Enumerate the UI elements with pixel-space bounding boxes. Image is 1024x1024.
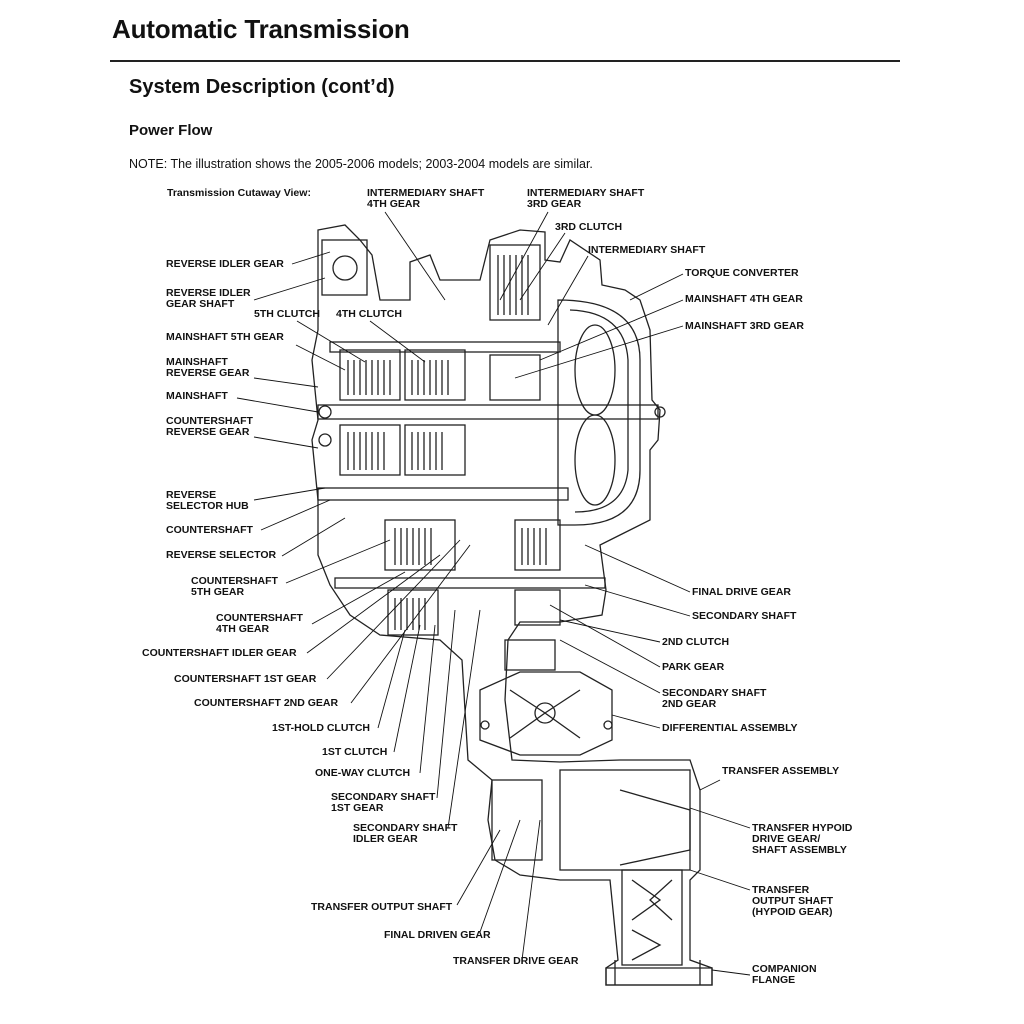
label-1st-hold-clutch: 1ST-HOLD CLUTCH xyxy=(272,722,370,734)
label-countershaft-2nd-gear: COUNTERSHAFT 2ND GEAR xyxy=(194,697,339,709)
label-5th-clutch: 5TH CLUTCH xyxy=(254,308,320,320)
label-reverse-selector: REVERSE SELECTOR xyxy=(166,549,277,561)
label-4th-clutch: 4TH CLUTCH xyxy=(336,308,402,320)
subsection-title: Power Flow xyxy=(129,122,213,139)
label-transfer-drive-gear: TRANSFER DRIVE GEAR xyxy=(453,955,579,967)
cutaway-view-label: Transmission Cutaway View: xyxy=(167,187,311,199)
note-text: NOTE: The illustration shows the 2005-20… xyxy=(129,157,593,171)
label-intermediary-shaft: INTERMEDIARY SHAFT xyxy=(588,244,706,256)
title-divider xyxy=(110,60,900,62)
label-1st-clutch: 1ST CLUTCH xyxy=(322,746,388,758)
label-final-drive-gear: FINAL DRIVE GEAR xyxy=(692,586,791,598)
label-transfer-assembly: TRANSFER ASSEMBLY xyxy=(722,765,840,777)
label-secondary-shaft: SECONDARY SHAFT xyxy=(692,610,797,622)
label-mainshaft: MAINSHAFT xyxy=(166,390,228,402)
label-countershaft: COUNTERSHAFT xyxy=(166,524,253,536)
label-mainshaft-4th-gear: MAINSHAFT 4TH GEAR xyxy=(685,293,803,305)
section-title: System Description (cont’d) xyxy=(129,76,395,98)
label-transfer-output-shaft: TRANSFER OUTPUT SHAFT xyxy=(311,901,453,913)
label-torque-converter: TORQUE CONVERTER xyxy=(685,267,799,279)
label-countershaft-idler-gear: COUNTERSHAFT IDLER GEAR xyxy=(142,647,297,659)
label-2nd-clutch: 2ND CLUTCH xyxy=(662,636,730,648)
label-mainshaft-5th-gear: MAINSHAFT 5TH GEAR xyxy=(166,331,284,343)
label-3rd-clutch: 3RD CLUTCH xyxy=(555,221,623,233)
label-mainshaft-3rd-gear: MAINSHAFT 3RD GEAR xyxy=(685,320,805,332)
label-differential-assembly: DIFFERENTIAL ASSEMBLY xyxy=(662,722,798,734)
countershaft-shape xyxy=(317,487,569,501)
page-title: Automatic Transmission xyxy=(112,14,410,44)
label-one-way-clutch: ONE-WAY CLUTCH xyxy=(315,767,411,779)
companion-flange-shape xyxy=(605,967,713,986)
transfer-assembly-shape xyxy=(559,769,691,871)
label-reverse-idler-gear: REVERSE IDLER GEAR xyxy=(166,258,284,270)
label-final-driven-gear: FINAL DRIVEN GEAR xyxy=(384,929,491,941)
torque-converter-shape xyxy=(557,299,641,526)
differential-shape xyxy=(479,671,613,756)
label-countershaft-1st-gear: COUNTERSHAFT 1ST GEAR xyxy=(174,673,317,685)
label-park-gear: PARK GEAR xyxy=(662,661,725,673)
